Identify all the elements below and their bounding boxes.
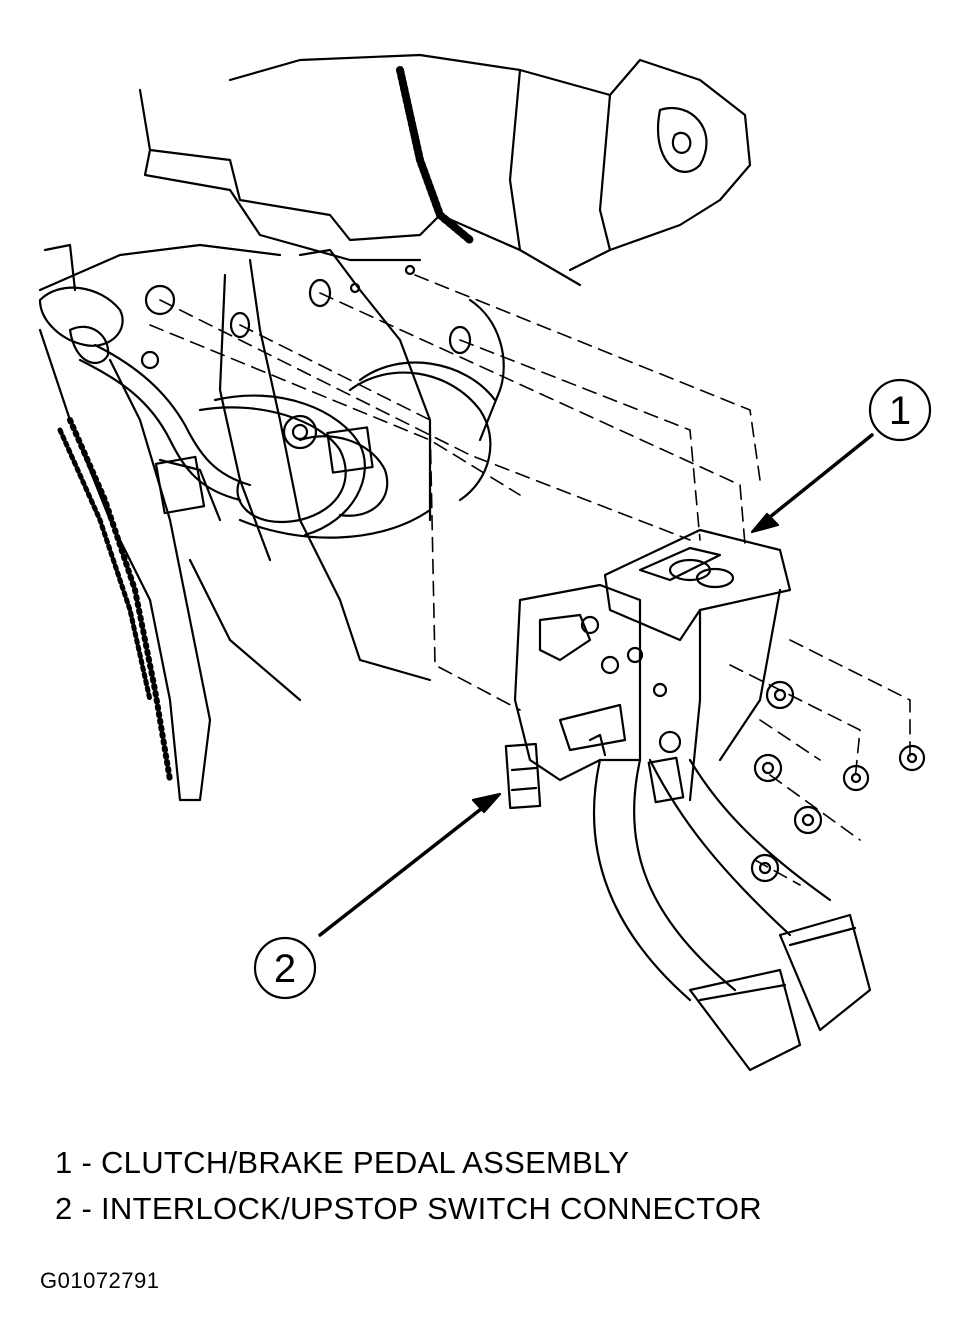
wiring-harness — [78, 284, 497, 539]
pedals — [592, 756, 872, 1072]
callout-1-label: 1 — [889, 389, 911, 433]
hatched-cable — [396, 66, 474, 244]
pedal-bracket — [513, 528, 792, 802]
firewall-studs — [229, 264, 472, 355]
pedal-assembly-diagram: 1 2 — [38, 53, 932, 1072]
switch-connector — [504, 742, 542, 810]
legend-item-1: 1 - CLUTCH/BRAKE PEDAL ASSEMBLY — [55, 1145, 630, 1180]
callout-2 — [253, 792, 502, 1000]
legend-item-2: 2 - INTERLOCK/UPSTOP SWITCH CONNECTOR — [55, 1191, 762, 1226]
legend: 1 - CLUTCH/BRAKE PEDAL ASSEMBLY 2 - INTE… — [55, 1140, 762, 1232]
alignment-lines — [149, 274, 911, 886]
mounting-nuts — [750, 680, 926, 883]
callout-2-label: 2 — [274, 947, 296, 991]
callout-1 — [750, 378, 932, 534]
figure-id: G01072791 — [40, 1268, 160, 1293]
left-pillar — [38, 286, 212, 802]
